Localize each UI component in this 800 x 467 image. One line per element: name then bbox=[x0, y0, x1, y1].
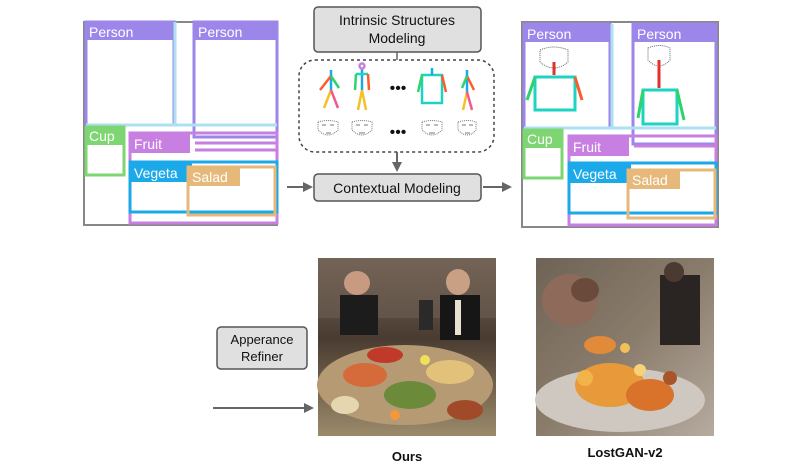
ellipsis-top: ••• bbox=[390, 80, 407, 97]
lostgan-caption: LostGAN-v2 bbox=[587, 445, 663, 460]
refiner-label-line2: Refiner bbox=[241, 349, 284, 364]
contextual-modeling-box: Contextual Modeling bbox=[313, 173, 482, 202]
face-landmark-icon-1 bbox=[317, 120, 339, 136]
right-person-label-2: Person bbox=[637, 26, 681, 42]
refiner-label-line1: Apperance bbox=[231, 332, 294, 347]
right-vegetable-label: Vegeta bbox=[573, 166, 617, 182]
face-landmark-icon-3 bbox=[421, 120, 443, 136]
right-person-skeleton-1 bbox=[525, 46, 584, 112]
skeleton-pose-icon-3 bbox=[416, 68, 448, 105]
right-cup-label: Cup bbox=[527, 131, 553, 147]
left-cup-box: Cup bbox=[84, 125, 126, 177]
left-fruit-box: Fruit bbox=[128, 131, 279, 225]
left-cup-label: Cup bbox=[89, 128, 115, 144]
left-person-label-1: Person bbox=[89, 24, 133, 40]
ellipsis-bottom: ••• bbox=[390, 124, 407, 141]
right-layout-panel: Person Person Cu bbox=[521, 21, 719, 228]
right-person-box-2: Person bbox=[631, 22, 718, 146]
skeleton-pose-icon-1 bbox=[319, 70, 341, 109]
appearance-refiner-box: Apperance Refiner bbox=[216, 326, 308, 370]
left-vegetable-box: Vegeta bbox=[128, 160, 279, 214]
left-layout-panel: Person Person Cup Fruit Vegeta bbox=[83, 20, 279, 226]
left-vegetable-label: Vegeta bbox=[134, 165, 178, 181]
lostgan-generated-image bbox=[535, 258, 714, 436]
right-salad-box: Salad bbox=[626, 168, 717, 220]
left-salad-box: Salad bbox=[186, 165, 277, 217]
left-salad-label: Salad bbox=[192, 169, 228, 185]
intrinsic-structures-label-box: Intrinsic Structures Modeling bbox=[313, 6, 482, 53]
face-landmark-icon-4 bbox=[457, 120, 477, 136]
right-salad-label: Salad bbox=[632, 172, 668, 188]
left-person-box-2: Person bbox=[192, 20, 279, 139]
intrinsic-label-line1: Intrinsic Structures bbox=[339, 12, 455, 28]
left-fruit-label: Fruit bbox=[134, 136, 162, 152]
skeleton-pose-icon-4 bbox=[460, 70, 476, 111]
left-person-label-2: Person bbox=[198, 24, 242, 40]
skeleton-pose-icon-2 bbox=[353, 62, 371, 111]
ours-caption: Ours bbox=[391, 449, 423, 464]
right-fruit-label: Fruit bbox=[573, 139, 601, 155]
right-cup-box: Cup bbox=[522, 128, 564, 180]
face-landmark-icon-2 bbox=[351, 120, 373, 136]
structure-examples-panel: ••• ••• bbox=[298, 59, 495, 153]
contextual-modeling-label: Contextual Modeling bbox=[333, 180, 461, 196]
intrinsic-label-line2: Modeling bbox=[369, 30, 426, 46]
ours-generated-image bbox=[317, 258, 496, 436]
right-person-label-1: Person bbox=[527, 26, 571, 42]
right-person-skeleton-2 bbox=[636, 45, 686, 126]
